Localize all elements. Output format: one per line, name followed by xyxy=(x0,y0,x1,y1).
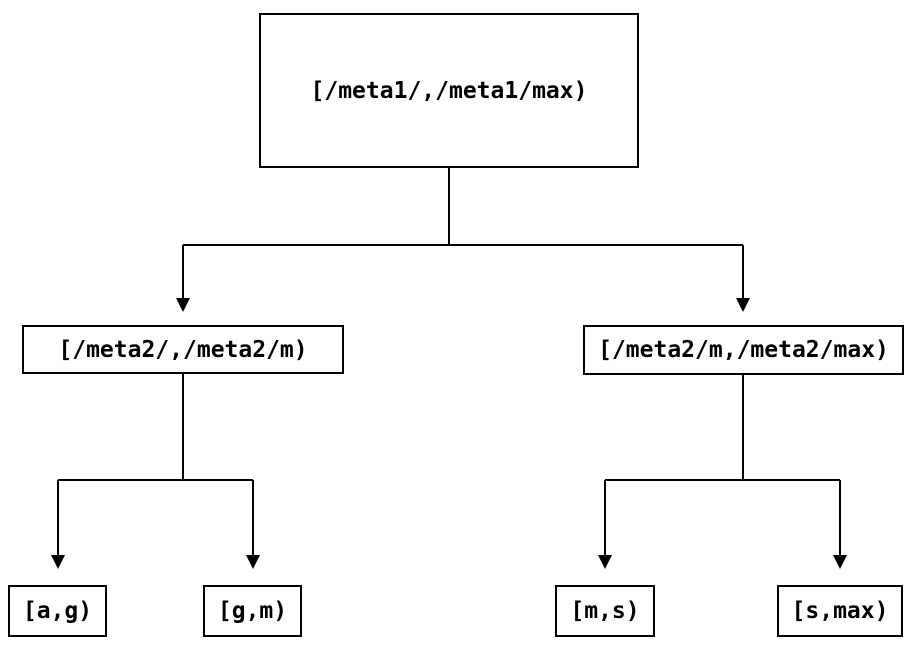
arrowhead-icon xyxy=(176,298,190,312)
arrowhead-icon xyxy=(736,298,750,312)
node-leaf-gm: [g,m) xyxy=(203,585,302,637)
node-leaf-ms: [m,s) xyxy=(555,585,655,637)
edge-line-left-trunk xyxy=(57,374,254,557)
arrowhead-icon xyxy=(833,555,847,569)
node-leaf-gm-label: [g,m) xyxy=(217,598,288,624)
edge-line-root-trunk xyxy=(182,168,744,300)
node-right-label: [/meta2/m,/meta2/max) xyxy=(598,337,889,363)
node-leaf-smax: [s,max) xyxy=(777,585,903,637)
node-root-interval: [/meta1/,/meta1/max) xyxy=(259,13,639,168)
edge-line-right-trunk xyxy=(604,374,841,557)
arrowhead-icon xyxy=(51,555,65,569)
node-right-interval: [/meta2/m,/meta2/max) xyxy=(583,325,904,375)
node-left-interval: [/meta2/,/meta2/m) xyxy=(22,325,344,374)
node-root-label: [/meta1/,/meta1/max) xyxy=(310,77,588,104)
node-left-label: [/meta2/,/meta2/m) xyxy=(58,336,308,363)
arrowhead-icon xyxy=(246,555,260,569)
edges-from-left-node xyxy=(51,374,260,569)
node-leaf-ag-label: [a,g) xyxy=(22,598,93,624)
edges-from-right-node xyxy=(598,374,847,569)
node-leaf-ag: [a,g) xyxy=(8,585,107,637)
arrowhead-icon xyxy=(598,555,612,569)
node-leaf-smax-label: [s,max) xyxy=(791,598,889,624)
node-leaf-ms-label: [m,s) xyxy=(570,598,640,624)
edges-from-root xyxy=(176,168,750,312)
